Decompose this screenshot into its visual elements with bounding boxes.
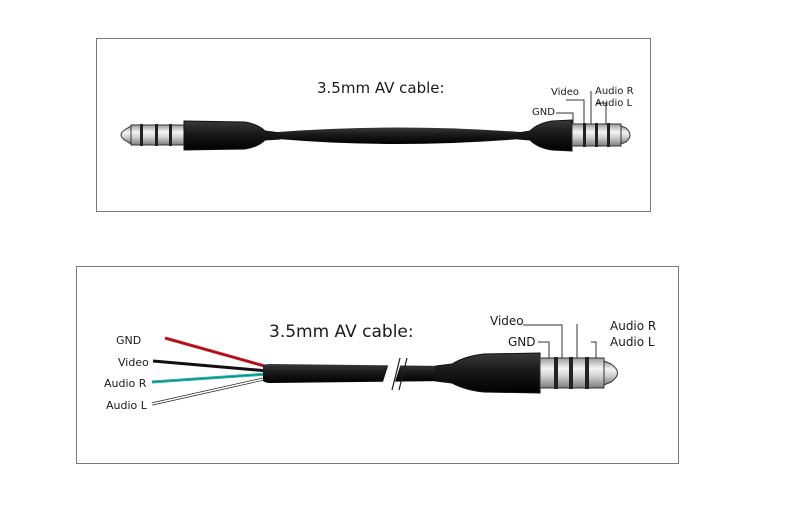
wire-label-audio-l: Audio L	[106, 399, 148, 412]
bottom-diagram: 3.5mm AV cable: GND Video Audio R Audio …	[104, 314, 656, 412]
top-label-audio-r: Audio R	[595, 86, 634, 97]
bottom-cable	[263, 364, 450, 383]
top-left-plug	[120, 120, 281, 151]
plug-label-audio-l: Audio L	[610, 335, 655, 349]
bottom-leader-lines	[523, 324, 597, 358]
plug-label-video: Video	[490, 314, 524, 328]
top-label-audio-l: Audio L	[595, 98, 633, 109]
cable-break-gap	[380, 358, 403, 390]
wire-audio-l	[151, 377, 269, 405]
wire-gnd	[164, 336, 269, 369]
wire-label-video: Video	[118, 356, 149, 369]
plug-label-audio-r: Audio R	[610, 319, 656, 333]
top-label-gnd: GND	[532, 107, 555, 118]
top-diagram-title: 3.5mm AV cable:	[317, 79, 445, 97]
top-right-plug	[517, 119, 631, 152]
bottom-right-plug	[435, 352, 618, 394]
wire-label-gnd: GND	[116, 334, 141, 347]
bare-wires	[151, 336, 269, 406]
top-cable	[278, 127, 520, 144]
wire-label-audio-r: Audio R	[104, 377, 147, 390]
top-label-video: Video	[551, 87, 579, 98]
top-diagram: 3.5mm AV cable: GND	[120, 79, 634, 152]
top-leader-lines	[556, 91, 607, 124]
wire-video	[152, 359, 269, 373]
plug-label-gnd: GND	[508, 335, 536, 349]
bottom-diagram-title: 3.5mm AV cable:	[269, 322, 414, 342]
